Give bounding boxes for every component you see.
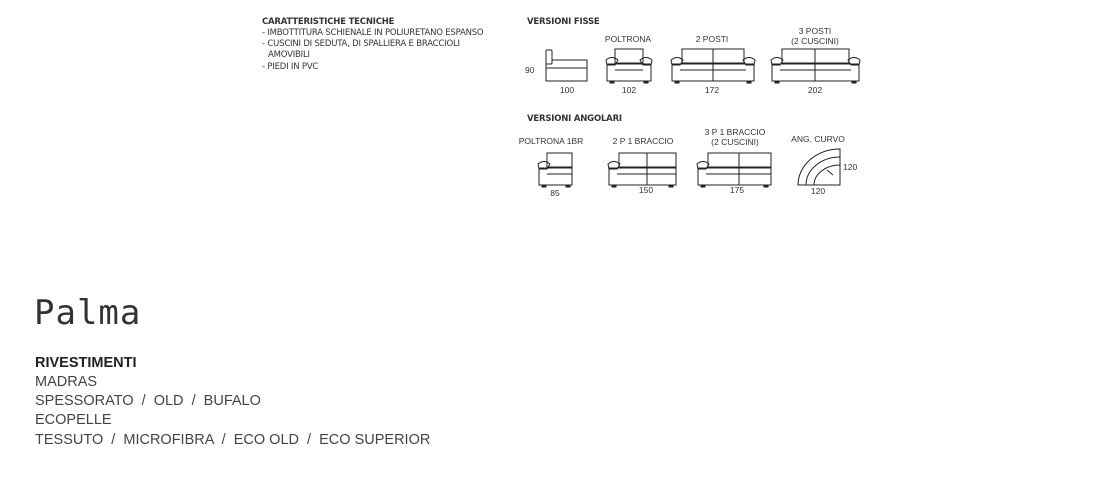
sofa-2-seat-1-arm-icon	[607, 152, 677, 188]
label-2p-1-braccio: 2 P 1 BRACCIO	[612, 136, 674, 146]
armchair-1-arm-icon	[537, 152, 573, 188]
sofa-3-seat-1-arm-icon	[696, 152, 772, 188]
coverings-title: RIVESTIMENTI	[35, 355, 137, 371]
tech-line: - PIEDI IN PVC	[262, 62, 319, 72]
label-poltrona-1br: POLTRONA 1BR	[518, 136, 584, 146]
depth-dim: 120	[843, 162, 858, 172]
width-dim: 102	[621, 85, 637, 95]
tech-line: - CUSCINI DI SEDUTA, DI SPALLIERA E BRAC…	[262, 39, 460, 49]
height-dim: 90	[525, 65, 535, 75]
armchair-icon	[605, 48, 653, 84]
curved-corner-icon	[797, 148, 841, 186]
label-poltrona: POLTRONA	[604, 34, 652, 44]
covering-line: SPESSORATO / OLD / BUFALO	[35, 393, 261, 409]
label-3p-1-braccio: 3 P 1 BRACCIO	[704, 127, 766, 137]
product-name: Palma	[34, 293, 142, 333]
label-3posti-sub: (2 CUSCINI)	[791, 36, 839, 46]
label-2posti: 2 POSTI	[695, 34, 729, 44]
sofa-3-seat-icon	[770, 48, 861, 84]
width-dim: 150	[638, 185, 654, 195]
sofa-side-icon	[545, 49, 588, 82]
tech-line: - IMBOTTITURA SCHIENALE IN POLIURETANO E…	[262, 28, 484, 38]
width-dim: 100	[559, 85, 575, 95]
label-3posti: 3 POSTI	[798, 26, 832, 36]
covering-line: ECOPELLE	[35, 412, 112, 428]
sofa-2-seat-icon	[670, 48, 756, 84]
width-dim: 175	[729, 185, 745, 195]
width-dim: 202	[807, 85, 823, 95]
covering-line: MADRAS	[35, 374, 98, 390]
angolari-title: VERSIONI ANGOLARI	[527, 114, 622, 124]
width-dim: 172	[704, 85, 720, 95]
width-dim: 120	[810, 186, 826, 196]
covering-line: TESSUTO / MICROFIBRA / ECO OLD / ECO SUP…	[35, 432, 431, 448]
tech-title: CARATTERISTICHE TECNICHE	[262, 17, 395, 27]
label-3p-1-braccio-sub: (2 CUSCINI)	[711, 137, 759, 147]
tech-line: AMOVIBILI	[268, 50, 310, 60]
label-ang-curvo: ANG. CURVO	[791, 134, 845, 144]
fisse-title: VERSIONI FISSE	[527, 17, 600, 27]
width-dim: 85	[550, 188, 560, 198]
